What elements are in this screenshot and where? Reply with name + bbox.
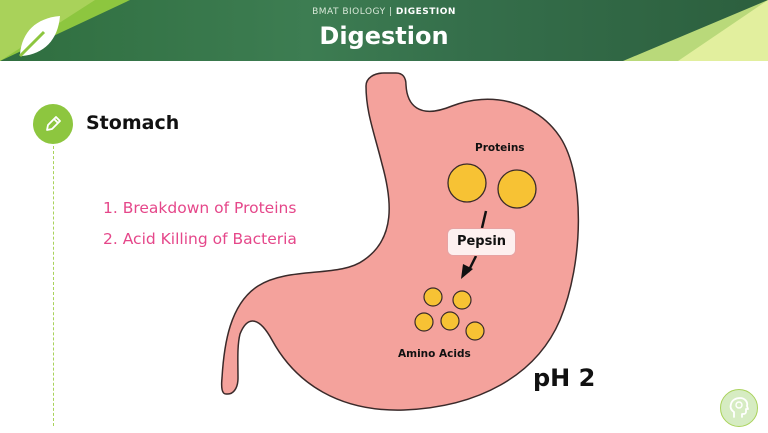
leaf-icon [18, 16, 60, 58]
function-item: 2. Acid Killing of Bacteria [103, 230, 297, 248]
header-banner: BMAT BIOLOGY | DIGESTION Digestion [0, 0, 768, 61]
reaction-arrow-top [480, 210, 488, 229]
proteins-label: Proteins [475, 142, 525, 154]
breadcrumb-separator: | [388, 7, 393, 17]
amino-acid-molecule [452, 290, 472, 310]
protein-molecule [497, 169, 537, 209]
amino-acids-label: Amino Acids [398, 348, 471, 360]
function-list: 1. Breakdown of Proteins 2. Acid Killing… [103, 196, 297, 258]
banner-right-accent-light [678, 0, 768, 61]
section-badge [33, 104, 73, 144]
page-title: Digestion [319, 22, 449, 50]
function-item: 1. Breakdown of Proteins [103, 199, 297, 217]
enzyme-label: Pepsin [456, 234, 507, 249]
protein-molecule [447, 163, 487, 203]
pencil-icon [46, 116, 61, 131]
section-title: Stomach [86, 112, 180, 134]
enzyme-box: Pepsin [447, 228, 516, 256]
stomach-shape [220, 72, 580, 411]
footer-logo [720, 389, 758, 427]
breadcrumb: BMAT BIOLOGY | DIGESTION [0, 7, 768, 17]
amino-acid-molecule [465, 321, 485, 341]
amino-acid-molecule [414, 312, 434, 332]
breadcrumb-course: BMAT BIOLOGY [312, 7, 386, 17]
amino-acid-molecule [423, 287, 443, 307]
amino-acid-molecule [440, 311, 460, 331]
reaction-arrowhead [461, 264, 473, 279]
ph-label: pH 2 [533, 364, 596, 392]
head-logo-icon [729, 397, 749, 418]
breadcrumb-topic: DIGESTION [395, 7, 456, 17]
timeline-line [53, 146, 54, 426]
